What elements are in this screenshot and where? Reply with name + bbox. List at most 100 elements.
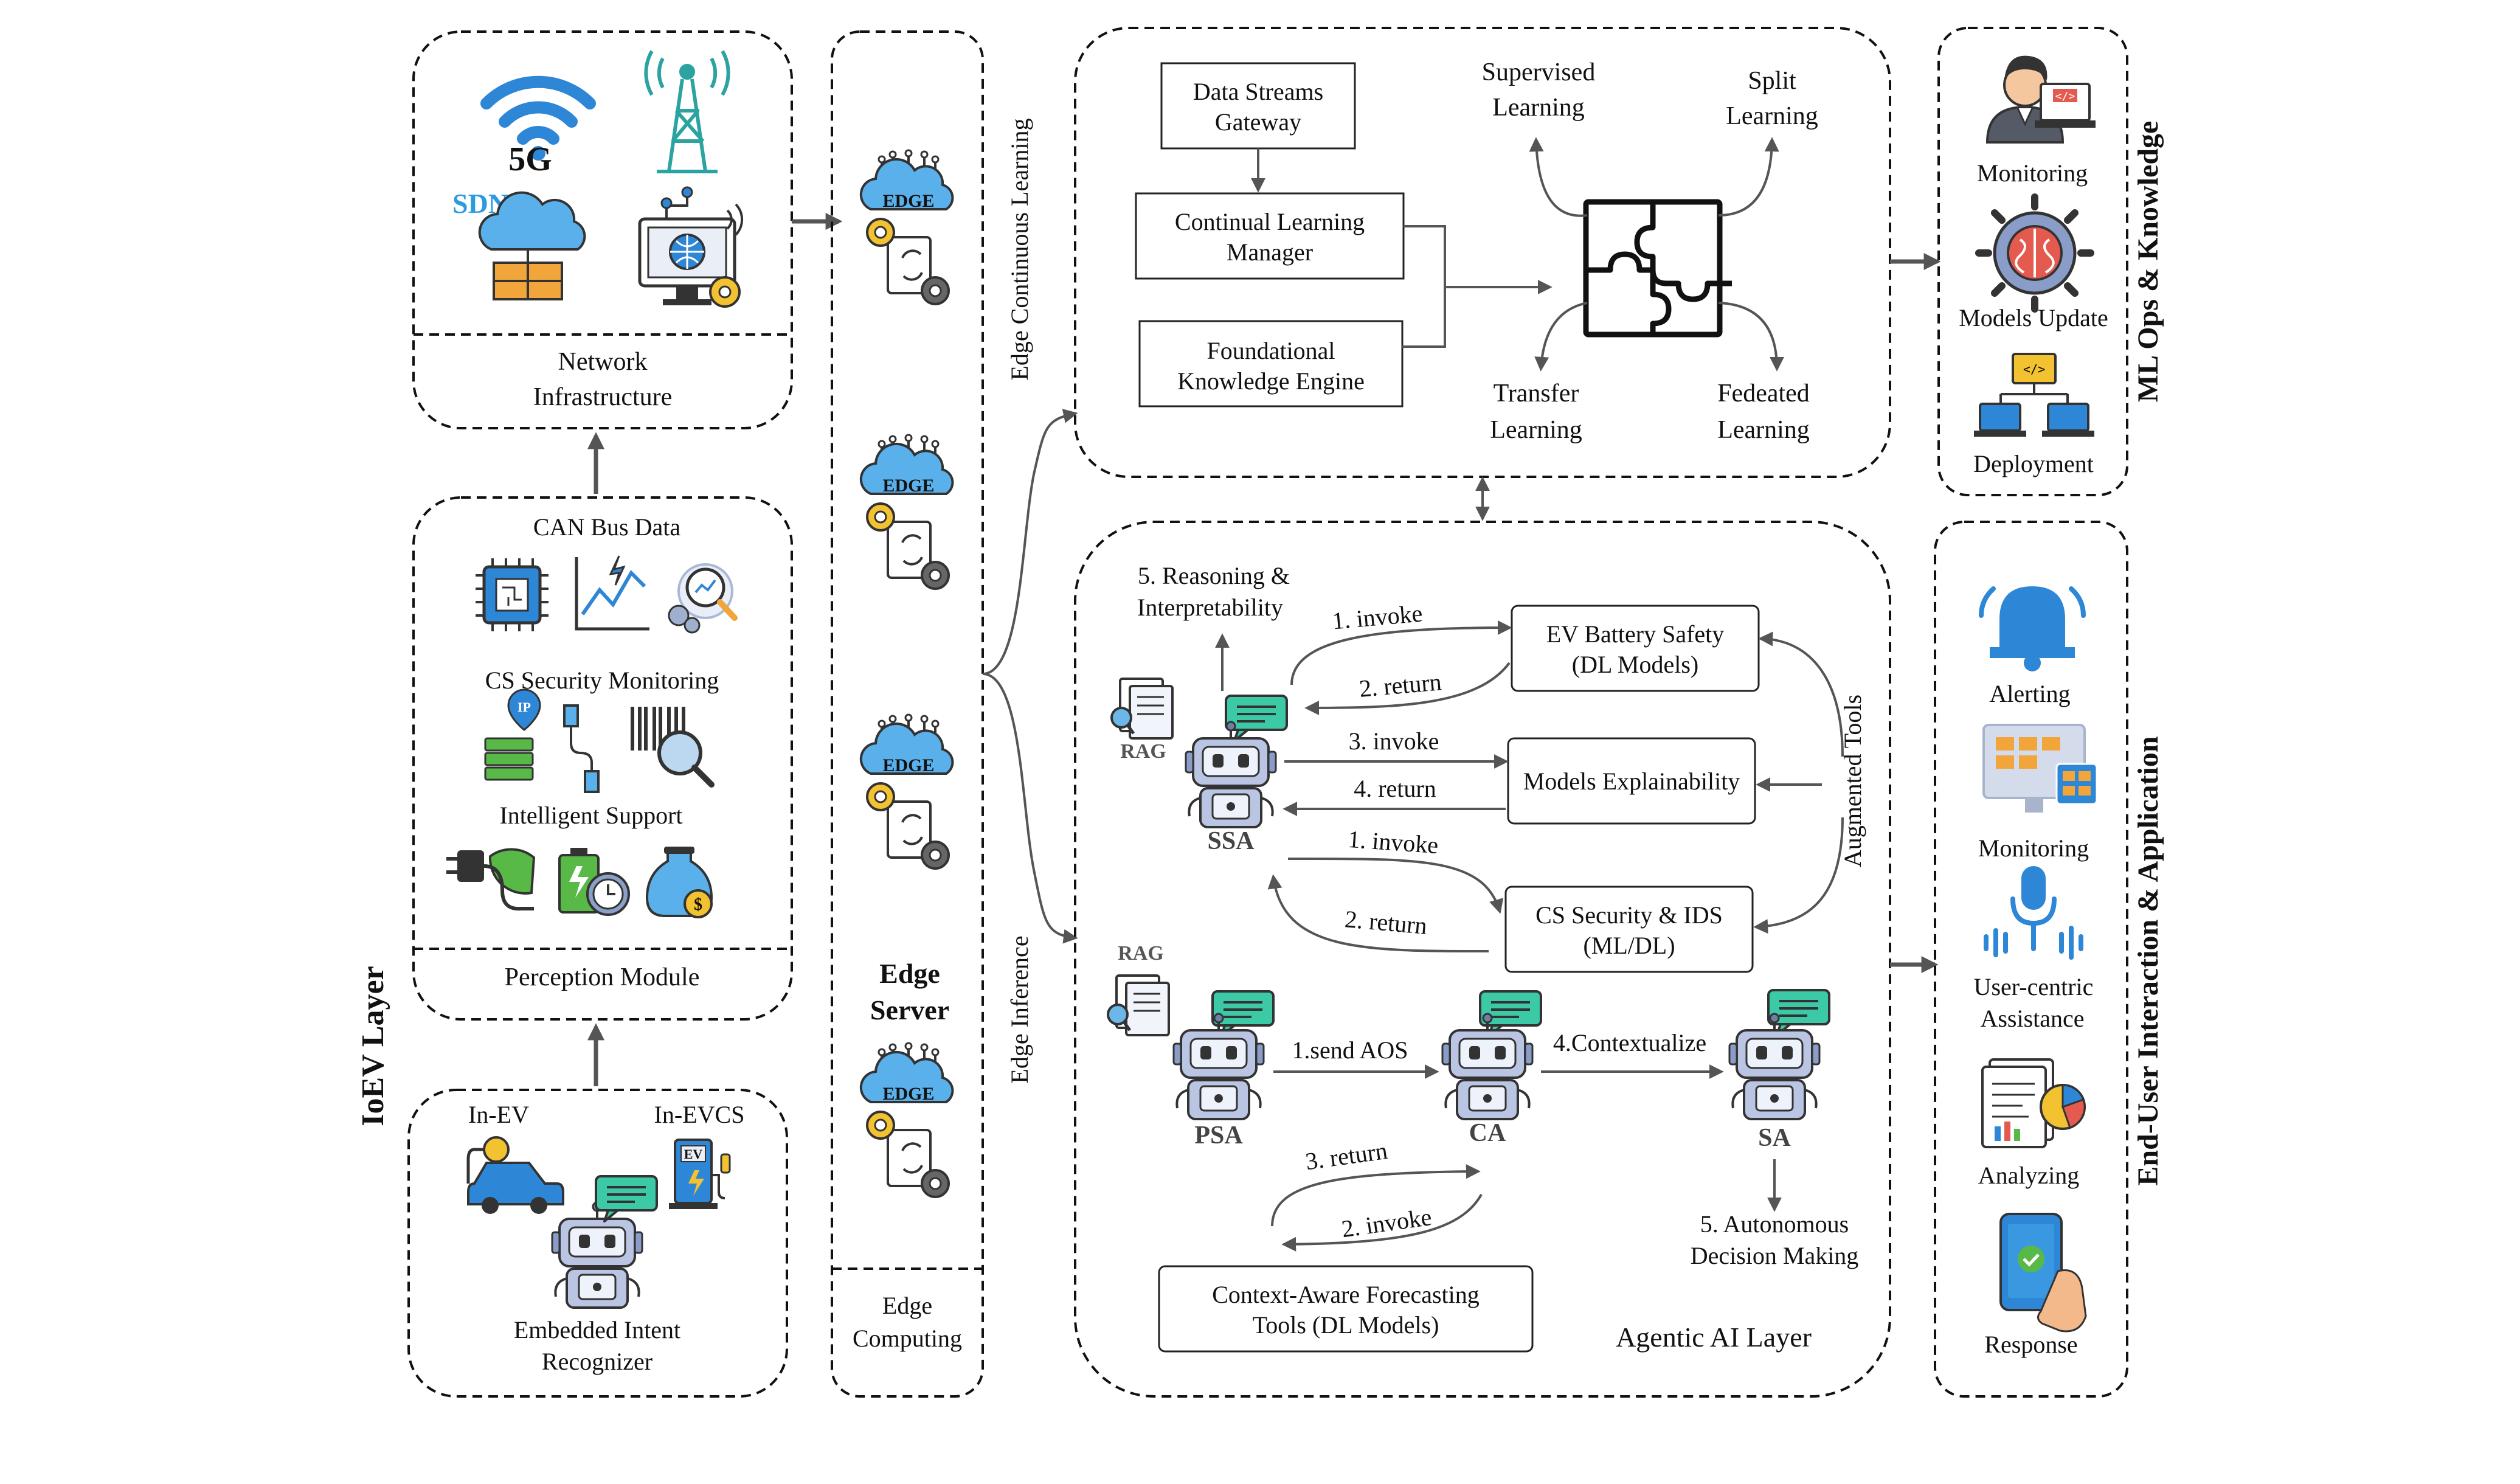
explainability-label: Models Explainability	[1523, 768, 1740, 795]
brain-gear-icon	[1975, 193, 2094, 313]
puzzle-to-transfer-arrow	[1534, 302, 1588, 372]
chip-icon	[476, 558, 549, 631]
mlops-monitoring-label: Monitoring	[1977, 159, 2088, 187]
svg-text:$: $	[694, 895, 702, 914]
analyzing-report-icon	[1981, 1058, 2086, 1148]
intent-label-line2: Recognizer	[542, 1348, 652, 1375]
svg-text:</>: </>	[2055, 90, 2075, 103]
enduser-title: End-User Interaction & Application	[2132, 736, 2164, 1185]
edge-server-label-line2: Server	[870, 994, 949, 1025]
send-aos-label: 1.send AOS	[1292, 1036, 1408, 1064]
ids-line1: CS Security & IDS	[1535, 901, 1723, 929]
reasoning-line1: 5. Reasoning &	[1138, 562, 1290, 589]
return3c-label: 3. return	[1304, 1137, 1389, 1175]
federated-line2: Learning	[1717, 416, 1810, 444]
svg-text:</>: </>	[2023, 362, 2045, 376]
edge-unit-2	[859, 434, 954, 590]
network-label-line2: Infrastructure	[533, 383, 673, 411]
ssa-rag-icon	[1112, 679, 1172, 738]
in-evcs-label: In-EVCS	[654, 1101, 745, 1128]
puzzle-to-supervised-arrow	[1529, 137, 1588, 217]
voice-assistant-icon	[1984, 866, 2083, 960]
federated-line1: Fedeated	[1717, 380, 1810, 407]
forecast-line1: Context-Aware Forecasting	[1212, 1281, 1480, 1308]
edge-cloud-icon-3	[859, 713, 954, 870]
assist-line1: User-centric	[1974, 973, 2094, 1000]
transfer-line2: Learning	[1490, 416, 1582, 444]
forecast-return-arrow	[1271, 1164, 1481, 1227]
return2b-label: 2. return	[1344, 905, 1428, 940]
ca-invoke-forecast-arrow	[1281, 1194, 1483, 1252]
sa-label: SA	[1758, 1124, 1791, 1152]
data-streams-gateway-box	[1160, 62, 1356, 150]
supervised-line1: Supervised	[1482, 58, 1596, 86]
continual-learning-manager-box	[1135, 192, 1405, 280]
edge-server-label-line1: Edge	[879, 958, 940, 989]
ip-label: IP	[518, 699, 531, 715]
edge-cloud-icon-1	[859, 149, 954, 305]
sdn-cloud-server-icon	[478, 191, 586, 300]
monitoring-person-icon: </>	[1985, 55, 2096, 144]
ssa-invoke-battery-arrow	[1290, 620, 1512, 685]
invoke2c-label: 2. invoke	[1340, 1203, 1433, 1243]
ev-battery-safety-box	[1511, 605, 1760, 692]
ip-server-icon: IP	[484, 688, 541, 781]
reasoning-line2: Interpretability	[1137, 594, 1283, 621]
sa-chat-icon	[1767, 989, 1830, 1036]
edge-unit-3	[859, 713, 954, 870]
ev-car-icon	[466, 1136, 564, 1214]
gateway-line2: Gateway	[1215, 108, 1301, 136]
edge-unit-1	[859, 149, 954, 305]
alert-bell-icon	[1979, 586, 2086, 671]
edge-computing-line1: Edge	[882, 1292, 932, 1319]
perception-module-box	[412, 496, 793, 1021]
transfer-line1: Transfer	[1494, 380, 1579, 407]
clm-line2: Manager	[1227, 238, 1313, 266]
battery-line2: (DL Models)	[1572, 651, 1698, 678]
enduser-monitoring-label: Monitoring	[1978, 834, 2089, 862]
can-bus-label: CAN Bus Data	[533, 513, 680, 541]
return4-label: 4. return	[1354, 775, 1436, 802]
response-phone-icon	[1999, 1213, 2087, 1333]
deployment-network-icon: </>	[1974, 353, 2094, 437]
ev-charger-label: EV	[684, 1146, 703, 1162]
fke-line2: Knowledge Engine	[1177, 367, 1365, 395]
ssa-rag-label: RAG	[1120, 740, 1166, 763]
edge-to-learning-arrow	[982, 409, 1078, 675]
mlops-box	[1937, 27, 2128, 496]
edge-inference-label: Edge Inference	[1006, 935, 1033, 1083]
intent-recognizer-robot-icon	[551, 1201, 643, 1309]
cs-security-ids-box	[1504, 886, 1754, 973]
edge-server-box	[831, 30, 984, 1398]
models-explainability-box	[1507, 737, 1756, 825]
eco-plug-icon	[446, 848, 536, 911]
edge-word-2: EDGE	[882, 476, 934, 496]
agentic-ai-layer-box	[1074, 521, 1891, 1398]
intelligent-support-label: Intelligent Support	[499, 802, 682, 829]
network-label-line1: Network	[558, 348, 648, 376]
mlops-title: ML Ops & Knowledge	[2132, 121, 2164, 403]
gateway-line1: Data Streams	[1193, 78, 1323, 105]
augmented-tools-label: Augmented Tools	[1839, 695, 1866, 867]
contextualize-label: 4.Contextualize	[1553, 1029, 1706, 1056]
fiveg-label: 5G	[508, 140, 552, 178]
perception-module-title: Perception Module	[505, 963, 700, 991]
edge-word-1: EDGE	[882, 191, 934, 211]
ssa-robot-icon	[1185, 721, 1277, 828]
edge-cloud-icon-2	[859, 434, 954, 590]
intent-chat-icon	[595, 1175, 658, 1222]
analyzing-label: Analyzing	[1978, 1162, 2080, 1189]
response-label: Response	[1984, 1331, 2077, 1358]
edge-word-4: EDGE	[882, 1084, 934, 1104]
augmented-to-ids-arrow	[1753, 817, 1844, 934]
split-line2: Learning	[1726, 102, 1818, 130]
split-line1: Split	[1748, 67, 1796, 95]
foundational-knowledge-box	[1138, 320, 1404, 407]
in-ev-label: In-EV	[468, 1101, 529, 1128]
assist-line2: Assistance	[1980, 1005, 2084, 1032]
wifi-5g-icon	[480, 75, 596, 161]
edge-cloud-icon-4	[859, 1042, 954, 1198]
money-bag-icon: $	[645, 847, 713, 918]
line-chart-icon	[575, 555, 649, 631]
